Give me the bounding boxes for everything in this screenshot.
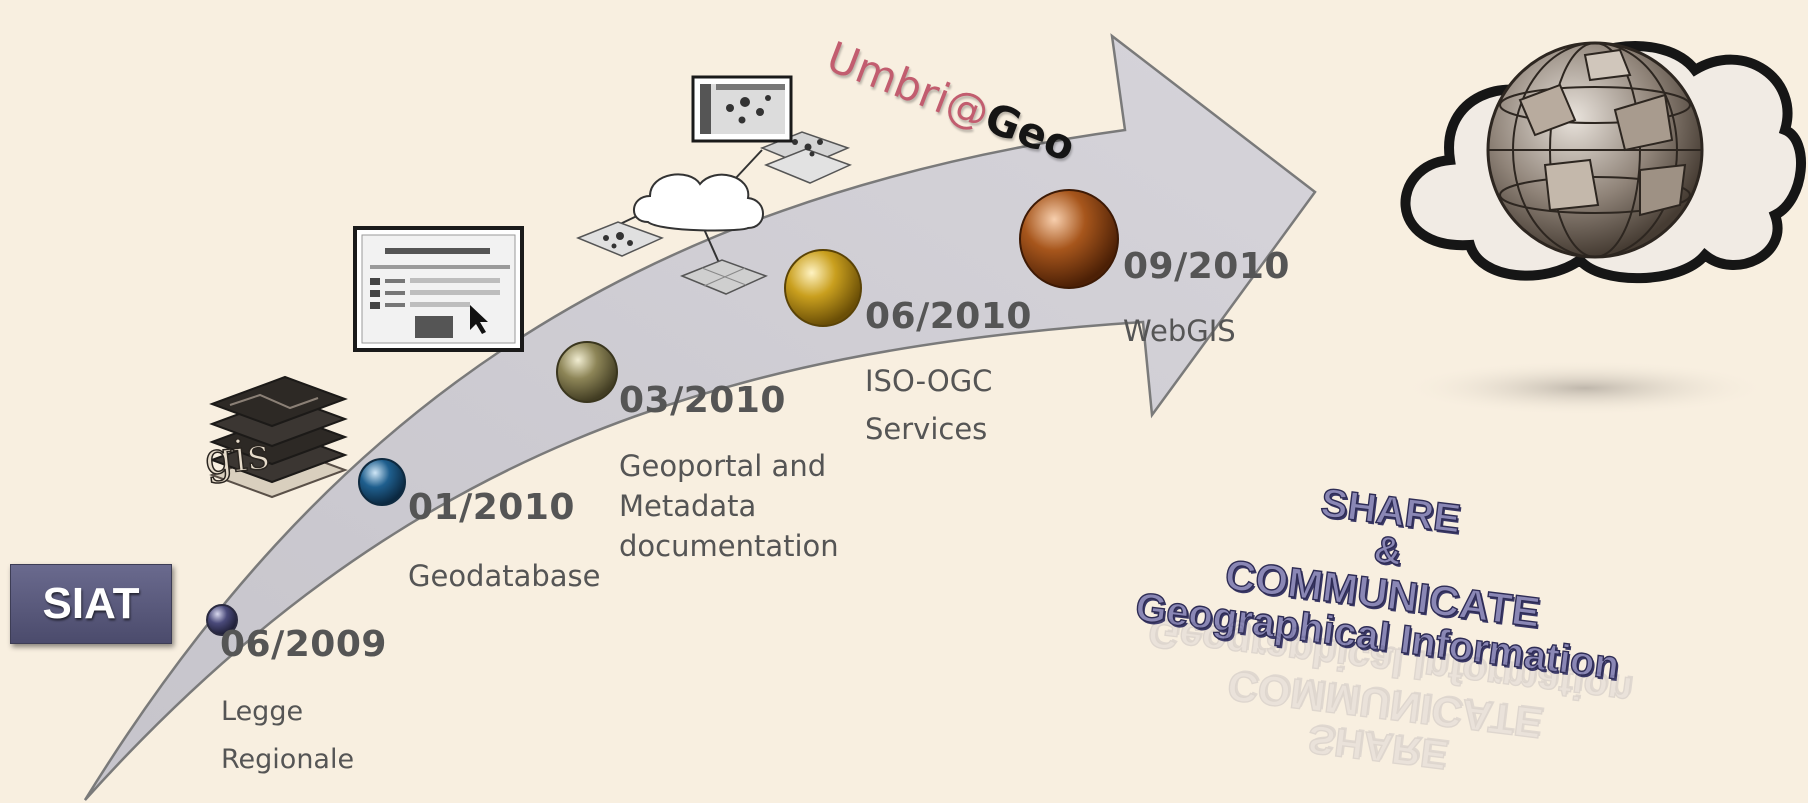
milestone-desc-line: documentation (619, 529, 839, 563)
milestone-desc-line: ISO-OGC (865, 364, 993, 398)
geoportal-network-icon (576, 75, 852, 295)
siat-badge: SIAT (10, 564, 172, 644)
milestone-desc-01-2010: Geodatabase (408, 552, 601, 600)
gis-label: gis (202, 428, 272, 485)
milestone-sphere-03-2010 (556, 341, 618, 403)
milestone-desc-line: Geoportal and (619, 449, 827, 483)
milestone-sphere-06-2009 (206, 604, 238, 636)
globe-shadow (1400, 360, 1770, 416)
milestone-date-03-2010: 03/2010 (619, 380, 786, 421)
milestone-desc-line: Services (865, 412, 988, 446)
milestone-desc-line: Metadata (619, 489, 757, 523)
siat-label: SIAT (42, 579, 140, 628)
gis-layers-icon: gis (201, 375, 348, 499)
milestone-desc-line: WebGIS (1123, 314, 1236, 348)
milestone-sphere-09-2010 (1019, 189, 1119, 289)
cloud-globe-icon (1400, 41, 1806, 284)
milestone-date-09-2010: 09/2010 (1123, 246, 1290, 287)
milestone-date-06-2010: 06/2010 (865, 296, 1032, 337)
milestone-sphere-01-2010 (358, 458, 406, 506)
milestone-desc-06-2009: Legge Regionale (221, 688, 354, 784)
milestone-date-06-2009: 06/2009 (220, 624, 387, 665)
geodatabase-screen-icon (353, 226, 524, 352)
timeline-arrow (83, 33, 1317, 801)
milestone-desc-line: Legge (221, 696, 304, 727)
milestone-desc-line: Regionale (221, 744, 355, 775)
milestone-desc-09-2010: WebGIS (1123, 307, 1236, 355)
milestone-desc-03-2010: Geoportal and Metadata documentation (619, 446, 839, 566)
milestone-date-01-2010: 01/2010 (408, 487, 575, 528)
milestone-desc-06-2010: ISO-OGC Services (865, 357, 992, 453)
milestone-sphere-06-2010 (784, 249, 862, 327)
milestone-desc-line: Geodatabase (408, 559, 601, 593)
